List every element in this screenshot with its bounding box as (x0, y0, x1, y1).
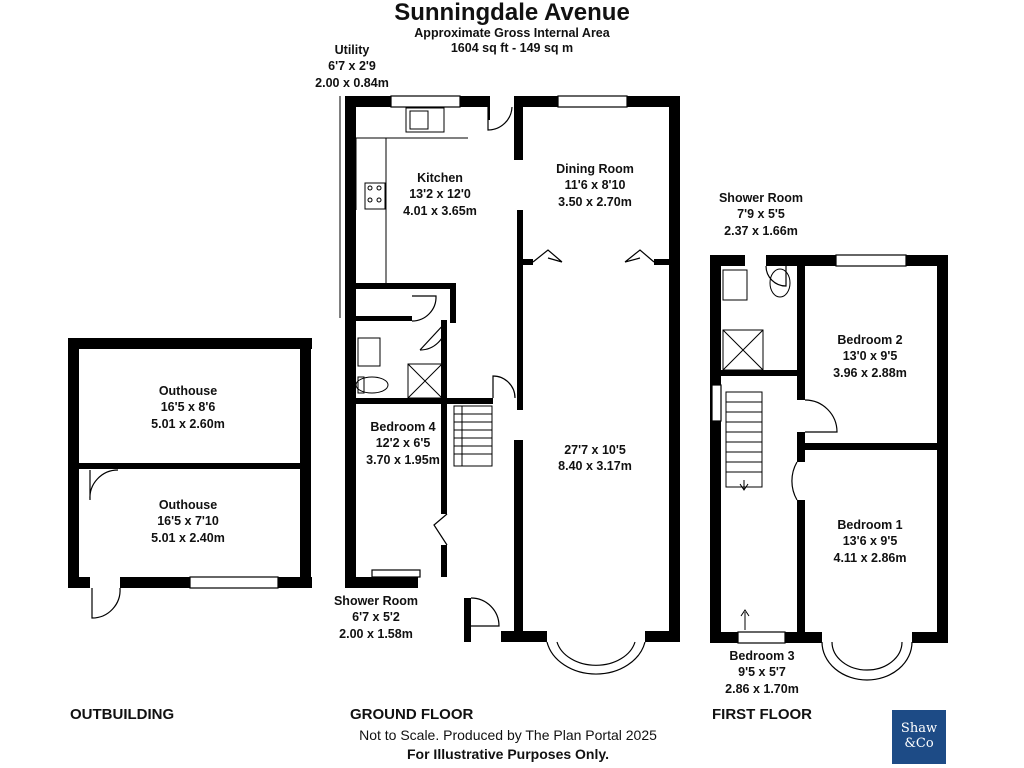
room-imperial: 6'7 x 5'2 (352, 610, 400, 625)
room-label-dining-room: Dining Room 11'6 x 8'10 3.50 x 2.70m (545, 161, 645, 210)
room-imperial: 6'7 x 2'9 (328, 59, 376, 74)
room-label-utility: Utility 6'7 x 2'9 2.00 x 0.84m (312, 42, 392, 91)
first-floor-walls (710, 255, 948, 643)
area-label: Approximate Gross Internal Area (414, 26, 610, 40)
room-metric: 8.40 x 3.17m (558, 459, 632, 474)
room-name: Utility (334, 43, 370, 57)
room-label-bedroom-3: Bedroom 3 9'5 x 5'7 2.86 x 1.70m (712, 648, 812, 697)
door-swings (89, 106, 913, 681)
room-label-kitchen: Kitchen 13'2 x 12'0 4.01 x 3.65m (390, 170, 490, 219)
room-name: Bedroom 2 (837, 333, 903, 347)
fixtures (339, 96, 791, 399)
room-imperial: 13'6 x 9'5 (842, 534, 898, 549)
room-metric: 4.11 x 2.86m (833, 550, 907, 565)
room-imperial: 9'5 x 5'7 (738, 665, 786, 680)
room-imperial: 16'5 x 7'10 (157, 514, 219, 529)
room-label-outhouse-2: Outhouse 16'5 x 7'10 5.01 x 2.40m (138, 497, 238, 546)
floor-label-ground: GROUND FLOOR (350, 706, 474, 723)
room-name: Dining Room (556, 162, 634, 176)
room-metric: 3.70 x 1.95m (366, 452, 440, 467)
room-metric: 2.86 x 1.70m (725, 681, 799, 696)
room-name: Outhouse (158, 498, 218, 512)
floor-label-first: FIRST FLOOR (712, 706, 812, 723)
room-metric: 3.50 x 2.70m (558, 194, 632, 209)
room-imperial: 13'0 x 9'5 (842, 349, 898, 364)
room-label-bedroom-2: Bedroom 2 13'0 x 9'5 3.96 x 2.88m (820, 332, 920, 381)
area-value: 1604 sq ft - 149 sq m (450, 41, 574, 56)
room-imperial: 11'6 x 8'10 (564, 178, 626, 193)
room-imperial: 16'5 x 8'6 (160, 400, 216, 415)
shaw-and-co-logo: Shaw &Co (892, 710, 946, 764)
room-label-shower-room-first: Shower Room 7'9 x 5'5 2.37 x 1.66m (711, 190, 811, 239)
room-name: Kitchen (417, 171, 463, 185)
room-imperial: 12'2 x 6'5 (375, 436, 431, 451)
footer-disclaimer: Not to Scale. Produced by The Plan Porta… (359, 727, 657, 743)
room-imperial: 13'2 x 12'0 (409, 187, 471, 202)
logo-line-1: Shaw (900, 721, 938, 737)
room-imperial: 7'9 x 5'5 (737, 207, 785, 222)
room-metric: 2.00 x 1.58m (339, 626, 413, 641)
room-metric: 5.01 x 2.40m (151, 530, 225, 545)
room-label-outhouse-1: Outhouse 16'5 x 8'6 5.01 x 2.60m (138, 383, 238, 432)
room-label-living-room: 27'7 x 10'5 8.40 x 3.17m (545, 442, 645, 475)
room-name: Bedroom 4 (370, 420, 436, 434)
room-name: Bedroom 1 (837, 518, 903, 532)
room-metric: 5.01 x 2.60m (151, 416, 225, 431)
room-name: Shower Room (333, 594, 419, 608)
room-metric: 3.96 x 2.88m (833, 365, 907, 380)
room-label-bedroom-4: Bedroom 4 12'2 x 6'5 3.70 x 1.95m (358, 419, 448, 468)
room-label-bedroom-1: Bedroom 1 13'6 x 9'5 4.11 x 2.86m (820, 517, 920, 566)
room-metric: 2.37 x 1.66m (724, 223, 798, 238)
area-info: Approximate Gross Internal Area 1604 sq … (312, 26, 712, 57)
page-title: Sunningdale Avenue (394, 0, 630, 26)
room-imperial: 27'7 x 10'5 (564, 443, 626, 457)
room-name: Shower Room (718, 191, 804, 205)
ground-floor-walls (345, 96, 680, 642)
footer-note: For Illustrative Purposes Only. (406, 746, 609, 762)
stairs (453, 391, 763, 630)
windows (189, 95, 907, 644)
outbuilding-walls (68, 338, 312, 588)
room-metric: 2.00 x 0.84m (315, 75, 389, 90)
room-label-shower-room-ground: Shower Room 6'7 x 5'2 2.00 x 1.58m (326, 593, 426, 642)
room-name: Outhouse (158, 384, 218, 398)
room-name: Bedroom 3 (729, 649, 795, 663)
logo-line-2: &Co (904, 736, 934, 751)
floor-label-outbuilding: OUTBUILDING (70, 706, 175, 723)
room-metric: 4.01 x 3.65m (403, 203, 477, 218)
